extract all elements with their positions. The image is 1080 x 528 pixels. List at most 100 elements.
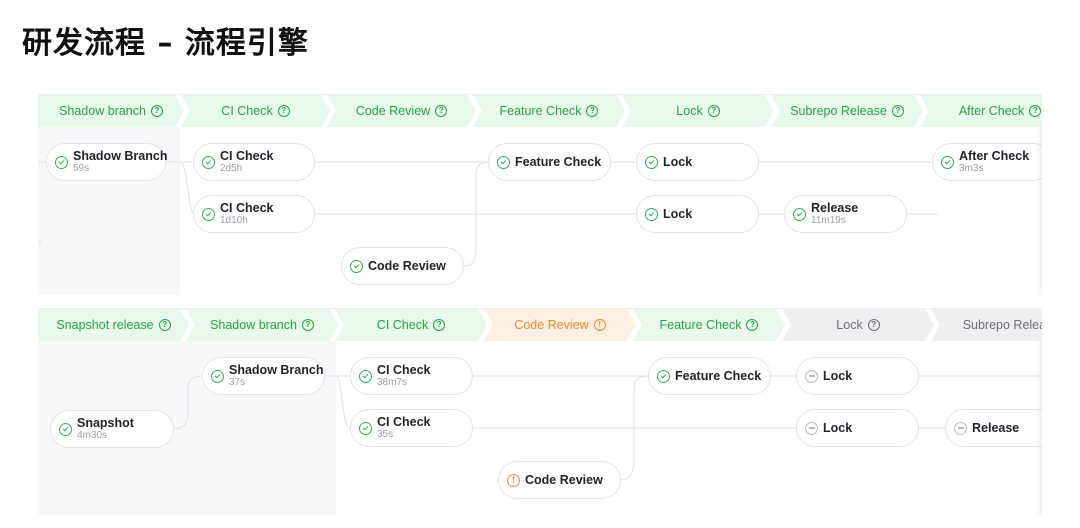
check-circle-icon [359, 369, 372, 383]
stage-label: Subrepo Release [790, 104, 887, 118]
check-circle-icon [645, 207, 658, 221]
node-time: 3m3s [959, 163, 984, 175]
node-lock-1[interactable]: Lock [796, 357, 919, 395]
node-name: Release [811, 201, 859, 216]
stage-code-review[interactable]: Code Review! [484, 309, 636, 341]
stage-label: Code Review [514, 318, 589, 332]
scroll-edge-shadow [1036, 127, 1042, 295]
stage-label: Snapshot release [56, 318, 154, 332]
help-icon[interactable]: ? [302, 319, 314, 331]
node-name: Lock [823, 368, 853, 383]
node-release[interactable]: Release [945, 409, 1042, 447]
connector-line [619, 375, 649, 481]
node-name: After Check [959, 149, 1030, 164]
stage-bar: Shadow branch? CI Check? Code Review? Fe… [38, 95, 1042, 127]
stage-label: Shadow branch [59, 104, 146, 118]
node-lock-1[interactable]: Lock [636, 143, 759, 181]
node-name: CI Check [377, 415, 431, 430]
node-name: Shadow Branch [229, 363, 324, 378]
check-circle-icon [202, 207, 215, 221]
stage-subrepo-release[interactable]: Subrepo Release? [771, 95, 923, 127]
stage-shadow-branch[interactable]: Shadow branch? [186, 309, 338, 341]
check-circle-icon [359, 421, 372, 435]
node-feature-check[interactable]: Feature Check [648, 357, 771, 395]
node-name: Release [972, 420, 1020, 435]
stage-label: Code Review [355, 104, 431, 118]
stage-label: Lock [676, 104, 703, 118]
stage-lock[interactable]: Lock? [782, 309, 934, 341]
help-icon[interactable]: ? [278, 105, 290, 117]
stage-ci-check[interactable]: CI Check? [181, 95, 330, 127]
node-lock-2[interactable]: Lock [636, 195, 759, 233]
warning-circle-icon: ! [507, 473, 520, 487]
pipeline-2: Snapshot release? Shadow branch? CI Chec… [38, 308, 1042, 515]
help-icon[interactable]: ? [1029, 105, 1041, 117]
page-title: 研发流程 – 流程引擎 [22, 26, 309, 61]
node-name: Lock [663, 206, 693, 221]
stage-lock[interactable]: Lock? [622, 95, 774, 127]
node-feature-check[interactable]: Feature Check [488, 143, 611, 181]
minus-circle-icon [805, 421, 818, 435]
help-icon[interactable]: ? [892, 105, 904, 117]
check-circle-icon [55, 155, 68, 169]
stage-label: CI Check [376, 318, 429, 332]
stage-subrepo-release[interactable]: Subrepo Release [931, 309, 1042, 341]
help-icon[interactable]: ? [746, 319, 758, 331]
stage-feature-check[interactable]: Feature Check? [633, 309, 785, 341]
help-icon[interactable]: ? [868, 319, 880, 331]
connector-line [179, 161, 195, 215]
stage-label: Subrepo Release [962, 318, 1040, 332]
help-icon[interactable]: ? [435, 105, 447, 117]
node-time: 59s [73, 163, 90, 175]
node-time: 1d10h [220, 215, 248, 227]
stage-code-review[interactable]: Code Review? [327, 95, 476, 127]
stage-after-check[interactable]: After Check? [920, 95, 1042, 127]
stage-label: Lock [836, 318, 863, 332]
stage-feature-check[interactable]: Feature Check? [473, 95, 625, 127]
node-name: Shadow Branch [73, 149, 168, 164]
pipeline-1: Shadow branch? CI Check? Code Review? Fe… [38, 94, 1042, 295]
node-lock-2[interactable]: Lock [796, 409, 919, 447]
check-circle-icon [350, 259, 363, 273]
node-name: Code Review [368, 258, 446, 273]
node-name: Snapshot [77, 416, 134, 431]
help-icon[interactable]: ? [159, 319, 171, 331]
node-time: 11m19s [811, 215, 846, 227]
node-name: Feature Check [675, 368, 762, 383]
node-code-review[interactable]: ! Code Review [498, 461, 621, 499]
stage-snapshot-release[interactable]: Snapshot release? [38, 309, 189, 341]
check-circle-icon [793, 207, 806, 221]
help-icon[interactable]: ? [151, 105, 163, 117]
help-icon[interactable]: ? [708, 105, 720, 117]
node-name: CI Check [220, 201, 274, 216]
check-circle-icon [645, 155, 658, 169]
minus-circle-icon [805, 369, 818, 383]
node-name: Lock [823, 420, 853, 435]
help-icon[interactable]: ! [594, 319, 606, 331]
stage-label: After Check [958, 104, 1025, 118]
stage-shadow-branch[interactable]: Shadow branch? [38, 95, 184, 127]
stage-ci-check[interactable]: CI Check? [335, 309, 487, 341]
connector-line [335, 375, 351, 429]
help-icon[interactable]: ? [586, 105, 598, 117]
stage-bar: Snapshot release? Shadow branch? CI Chec… [38, 309, 1042, 341]
stage-label: Shadow branch [210, 318, 297, 332]
node-code-review[interactable]: Code Review [341, 247, 464, 285]
help-icon[interactable]: ? [433, 319, 445, 331]
scroll-edge-shadow [1036, 341, 1042, 515]
node-time: 2d5h [220, 163, 243, 175]
check-circle-icon [941, 155, 954, 169]
check-circle-icon [497, 155, 510, 169]
node-name: Code Review [525, 472, 603, 487]
node-name: CI Check [220, 149, 274, 164]
check-circle-icon [211, 369, 224, 383]
